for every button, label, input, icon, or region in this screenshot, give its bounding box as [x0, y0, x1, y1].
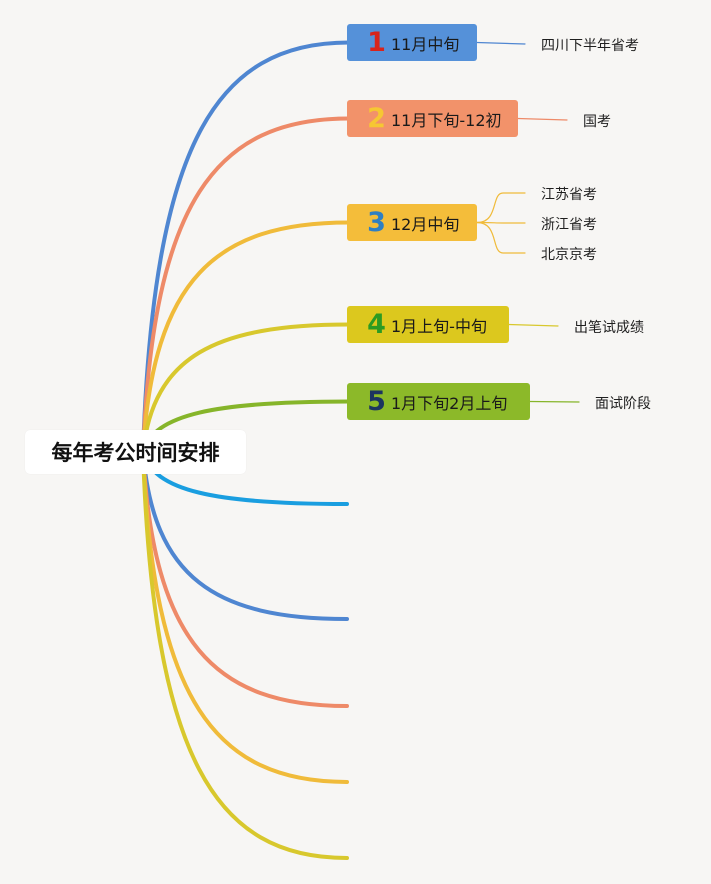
- extra-branch-3: [141, 450, 349, 708]
- branch-label: 1月上旬-中旬: [391, 316, 487, 336]
- branch-edge-2: [141, 116, 351, 454]
- branch-label: 11月下旬-12初: [391, 110, 502, 130]
- leaf-connector-2-1: [517, 117, 568, 121]
- root-label: 每年考公时间安排: [51, 441, 220, 465]
- leaf-connector-3-1: [476, 192, 526, 224]
- branch-edge-1: [141, 40, 351, 454]
- leaf-topic[interactable]: 四川下半年省考: [541, 38, 639, 54]
- branch-number: 2: [367, 103, 386, 134]
- leaf-connector-4-1: [508, 323, 559, 327]
- leaf-connector-1-1: [476, 41, 526, 45]
- branch-number: 4: [367, 309, 386, 340]
- root-node[interactable]: 每年考公时间安排: [25, 430, 246, 474]
- branch-number: 1: [367, 27, 386, 58]
- branch-label: 1月下旬2月上旬: [391, 393, 508, 413]
- leaf-topic[interactable]: 国考: [583, 114, 611, 130]
- extra-branch-5: [141, 450, 349, 860]
- branch-label: 12月中旬: [391, 214, 460, 234]
- leaf-topic[interactable]: 面试阶段: [595, 396, 651, 412]
- branch-label: 11月中旬: [391, 34, 460, 54]
- leaf-topic[interactable]: 江苏省考: [541, 187, 597, 203]
- leaf-topic[interactable]: 浙江省考: [541, 217, 597, 233]
- leaf-topic[interactable]: 北京京考: [541, 247, 597, 263]
- leaf-topic[interactable]: 出笔试成绩: [574, 320, 644, 336]
- branch-number: 5: [367, 386, 386, 417]
- leaf-connector-3-3: [476, 221, 526, 254]
- extra-branch-2: [141, 450, 349, 621]
- leaf-connector-3-2: [476, 221, 526, 224]
- branch-edge-4: [141, 322, 351, 454]
- branch-number: 3: [367, 207, 386, 238]
- branch-edge-3: [141, 220, 351, 454]
- leaf-connector-5-1: [529, 400, 580, 403]
